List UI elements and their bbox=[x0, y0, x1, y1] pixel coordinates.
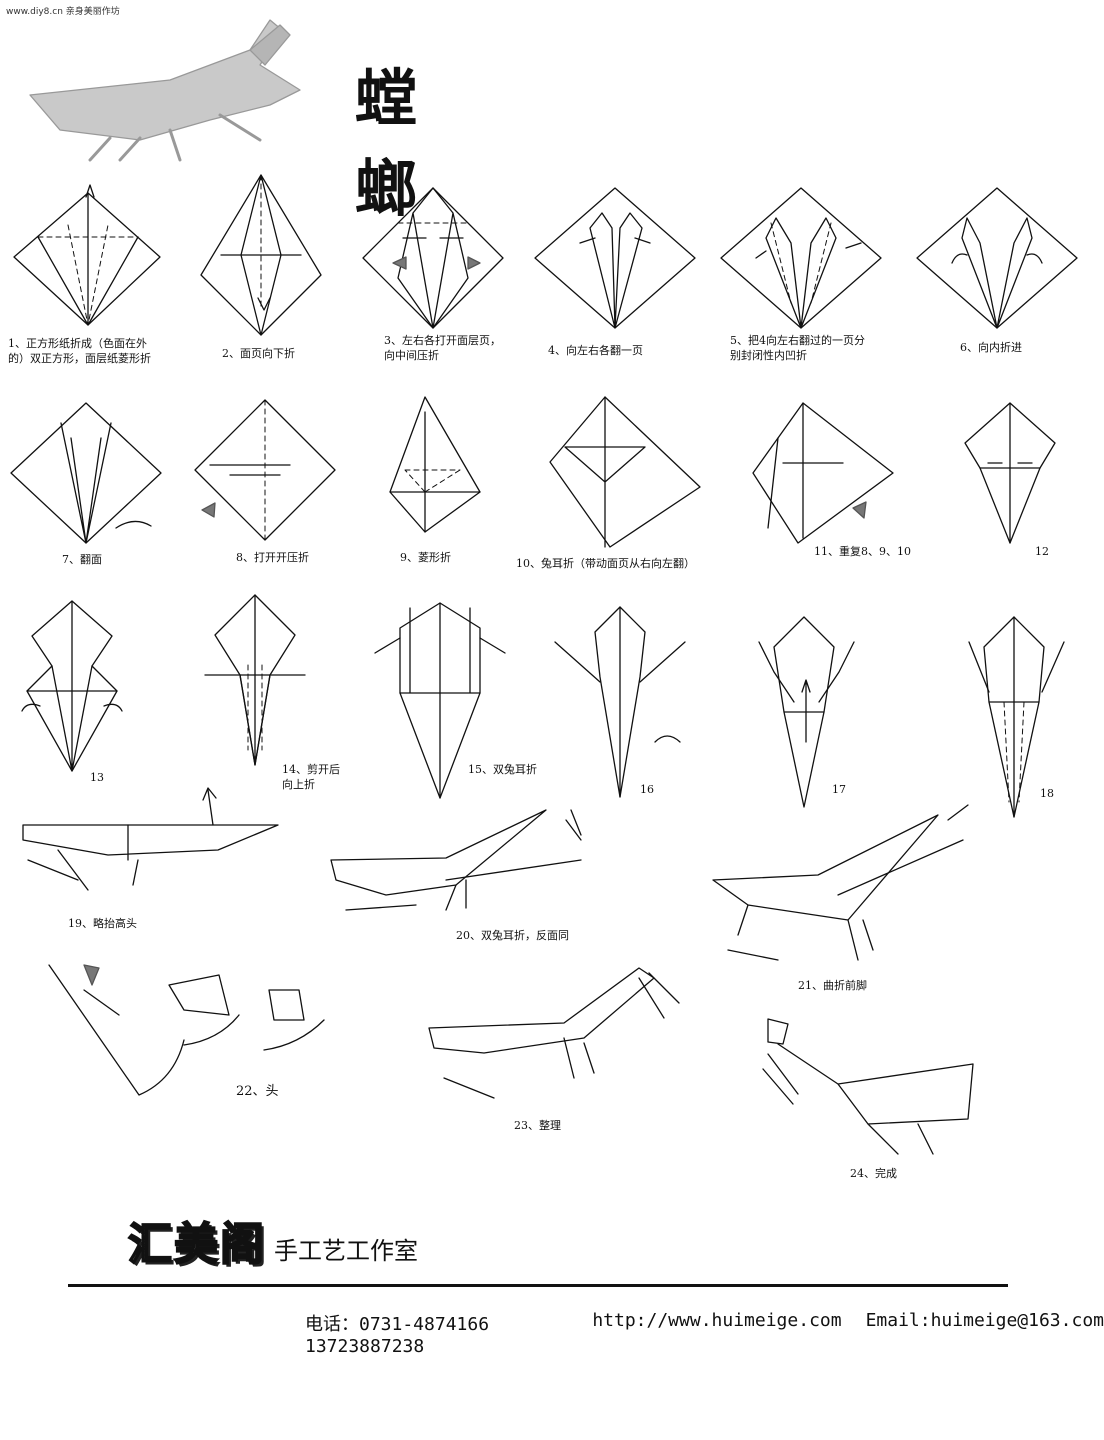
step-1-caption: 1、正方形纸折成（色面在外 的）双正方形，面层纸菱形折 bbox=[8, 337, 151, 365]
contact-line: 电话：0731-4874166 13723887238 http://www.h… bbox=[305, 1310, 1104, 1357]
step-18-diagram bbox=[968, 616, 1065, 818]
step-22-caption: 22、头 bbox=[236, 1084, 279, 1099]
step-23-diagram bbox=[428, 967, 680, 1099]
step-8-diagram bbox=[194, 399, 336, 541]
step-24-caption: 24、完成 bbox=[850, 1167, 897, 1180]
studio-name: 手工艺工作室 bbox=[274, 1237, 418, 1265]
step-6-diagram bbox=[916, 187, 1078, 329]
studio-banner: 汇美阁 手工艺工作室 bbox=[127, 1212, 418, 1272]
step-9-diagram bbox=[389, 396, 481, 533]
step-5-caption: 5、把4向左右翻过的一页分 别封闭性内凹折 bbox=[730, 334, 865, 362]
step-10-diagram bbox=[549, 396, 701, 548]
step-15-diagram bbox=[374, 602, 506, 799]
finished-mantis-photo bbox=[29, 19, 301, 162]
step-11-caption: 11、重复8、9、10 bbox=[814, 545, 911, 558]
step-18-caption: 18 bbox=[1040, 787, 1054, 800]
step-5-diagram bbox=[720, 187, 882, 329]
step-8-caption: 8、打开开压折 bbox=[236, 551, 309, 564]
step-9-caption: 9、菱形折 bbox=[400, 551, 451, 564]
step-13-diagram bbox=[21, 600, 123, 772]
step-16-diagram bbox=[554, 606, 686, 798]
footer-divider bbox=[68, 1284, 1008, 1287]
step-17-diagram bbox=[758, 616, 855, 808]
step-14-caption: 14、剪开后 向上折 bbox=[282, 763, 340, 791]
step-7-caption: 7、翻面 bbox=[62, 553, 102, 566]
phone-text: 电话：0731-4874166 13723887238 bbox=[305, 1314, 490, 1357]
step-3-caption: 3、左右各打开面层页， 向中间压折 bbox=[384, 334, 501, 362]
step-19-diagram bbox=[22, 787, 279, 891]
step-23-caption: 23、整理 bbox=[514, 1119, 561, 1132]
step-1-diagram bbox=[13, 184, 161, 326]
page-title: 螳 螂 bbox=[355, 62, 528, 225]
step-16-caption: 16 bbox=[640, 783, 654, 796]
studio-logo: 汇美阁 bbox=[127, 1218, 266, 1271]
step-14-diagram bbox=[204, 594, 306, 766]
step-17-caption: 17 bbox=[832, 783, 846, 796]
step-20-diagram bbox=[330, 809, 582, 911]
step-22-diagram bbox=[48, 964, 325, 1096]
step-11-diagram bbox=[752, 402, 894, 544]
email-link[interactable]: Email:huimeige@163.com bbox=[865, 1310, 1104, 1331]
step-19-caption: 19、略抬高头 bbox=[68, 917, 137, 930]
step-2-diagram bbox=[200, 174, 322, 336]
step-2-caption: 2、面页向下折 bbox=[222, 347, 295, 360]
step-21-diagram bbox=[712, 804, 969, 961]
step-12-caption: 12 bbox=[1035, 545, 1049, 558]
step-13-caption: 13 bbox=[90, 771, 104, 784]
step-4-diagram bbox=[534, 187, 696, 329]
step-4-caption: 4、向左右各翻一页 bbox=[548, 344, 643, 357]
step-21-caption: 21、曲折前脚 bbox=[798, 979, 867, 992]
step-3-diagram bbox=[362, 187, 504, 329]
step-24-diagram bbox=[762, 1018, 974, 1155]
step-7-diagram bbox=[10, 402, 162, 544]
step-15-caption: 15、双兔耳折 bbox=[468, 763, 537, 776]
step-10-caption: 10、兔耳折（带动面页从右向左翻） bbox=[516, 557, 695, 570]
website-link[interactable]: http://www.huimeige.com bbox=[592, 1310, 842, 1331]
site-watermark: www.diy8.cn 亲身美丽作坊 bbox=[6, 7, 120, 17]
step-12-diagram bbox=[964, 402, 1056, 544]
step-6-caption: 6、向内折进 bbox=[960, 341, 1022, 354]
step-20-caption: 20、双兔耳折，反面同 bbox=[456, 929, 569, 942]
